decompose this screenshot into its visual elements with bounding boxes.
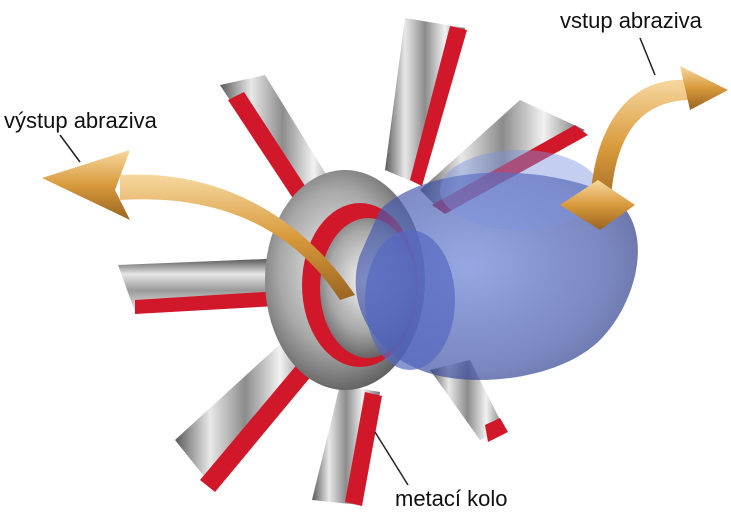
label-abrasive-outlet: výstup abraziva	[4, 110, 157, 132]
leader-line-outlet	[60, 135, 80, 162]
leader-line-inlet	[640, 38, 655, 75]
leader-line-impeller	[375, 432, 408, 485]
blade-bottom	[312, 385, 382, 506]
label-impeller: metací kolo	[395, 488, 508, 510]
inlet-arrow	[560, 66, 728, 230]
label-abrasive-inlet: vstup abraziva	[560, 10, 702, 32]
